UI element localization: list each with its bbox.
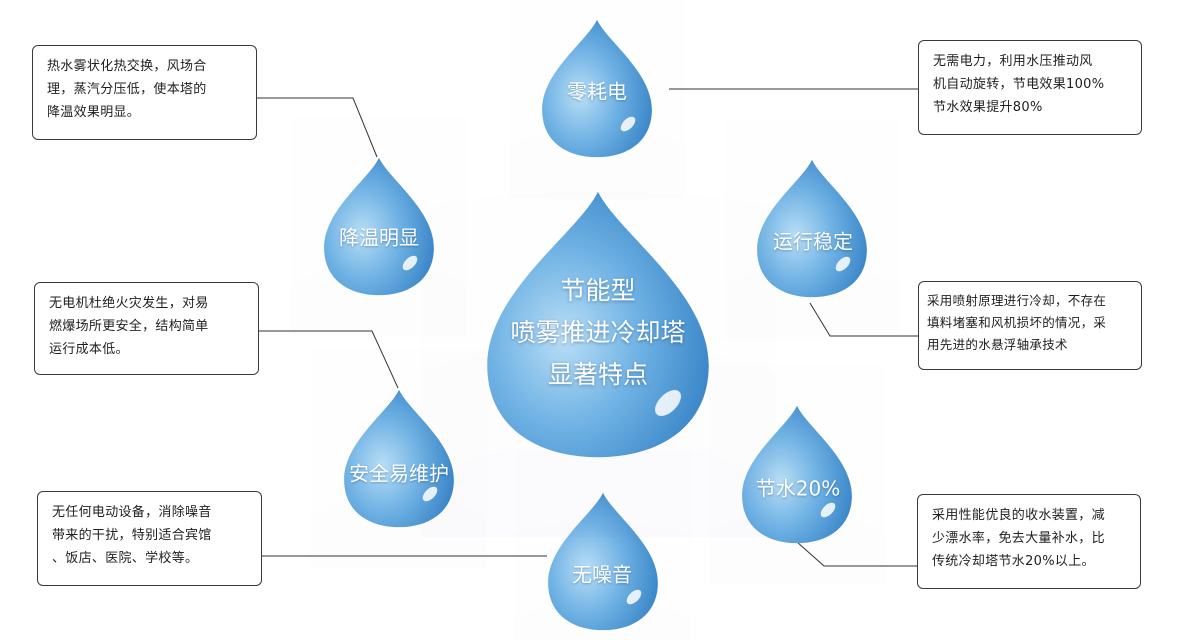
desc-line: 热水雾状化热交换，风场合 xyxy=(47,59,207,74)
drop-label-water-saving: 节水20% xyxy=(755,476,841,501)
desc-line: 采用性能优良的收水装置，减 xyxy=(932,508,1105,523)
desc-box-water-saving: 采用性能优良的收水装置，减 少漂水率，免去大量补水，比 传统冷却塔节水20%以上… xyxy=(917,494,1141,589)
desc-line: 运行成本低。 xyxy=(49,342,129,357)
connector-cooling xyxy=(256,97,378,158)
desc-line: 降温效果明显。 xyxy=(47,105,141,120)
desc-line: 无电机杜绝火灾发生，对易 xyxy=(49,296,209,311)
desc-box-zero-power: 无需电力，利用水压推动风 机自动旋转，节电效果100% 节水效果提升80% xyxy=(918,40,1142,135)
desc-line: 、饭店、医院、学校等。 xyxy=(52,551,199,566)
desc-box-cooling: 热水雾状化热交换，风场合 理，蒸汽分压低，使本塔的 降温效果明显。 xyxy=(32,45,257,140)
connector-stable xyxy=(809,302,918,337)
drop-label-noiseless: 无噪音 xyxy=(572,562,632,587)
connector-water-saving xyxy=(796,541,918,567)
drop-label-cooling: 降温明显 xyxy=(339,225,419,250)
desc-box-safety: 无电机杜绝火灾发生，对易 燃爆场所更安全，结构简单 运行成本低。 xyxy=(34,282,259,375)
center-title-line: 显著特点 xyxy=(547,360,649,389)
desc-box-noiseless: 无任何电动设备，消除噪音 带来的干扰，特别适合宾馆 、饭店、医院、学校等。 xyxy=(37,491,262,586)
desc-box-stable: 采用喷射原理进行冷却，不存在 填料堵塞和风机损坏的情况，采 用先进的水悬浮轴承技… xyxy=(918,281,1142,370)
connector-lines xyxy=(256,88,918,567)
desc-line: 用先进的水悬浮轴承技术 xyxy=(927,337,1068,352)
drop-label-stable: 运行稳定 xyxy=(773,229,853,254)
desc-line: 机自动旋转，节电效果100% xyxy=(933,77,1105,92)
desc-line: 燃爆场所更安全，结构简单 xyxy=(49,319,209,334)
desc-line: 带来的干扰，特别适合宾馆 xyxy=(52,528,212,543)
desc-line: 填料堵塞和风机损坏的情况，采 xyxy=(927,315,1107,330)
desc-line: 无任何电动设备，消除噪音 xyxy=(52,505,212,520)
desc-line: 传统冷却塔节水20%以上。 xyxy=(932,554,1095,569)
desc-line: 理，蒸汽分压低，使本塔的 xyxy=(47,82,207,97)
drop-highlights xyxy=(402,116,851,605)
center-title-line: 节能型 xyxy=(560,276,636,305)
desc-line: 少漂水率，免去大量补水，比 xyxy=(932,531,1105,546)
connector-safety xyxy=(258,330,399,389)
center-title-line: 喷雾推进冷却塔 xyxy=(510,318,686,347)
desc-line: 节水效果提升80% xyxy=(933,100,1043,115)
drop-label-zero-power: 零耗电 xyxy=(567,79,627,104)
desc-line: 无需电力，利用水压推动风 xyxy=(933,54,1093,69)
desc-line: 采用喷射原理进行冷却，不存在 xyxy=(927,293,1107,308)
drop-label-safety: 安全易维护 xyxy=(349,461,449,486)
center-title: 节能型 喷雾推进冷却塔 显著特点 xyxy=(510,270,685,396)
